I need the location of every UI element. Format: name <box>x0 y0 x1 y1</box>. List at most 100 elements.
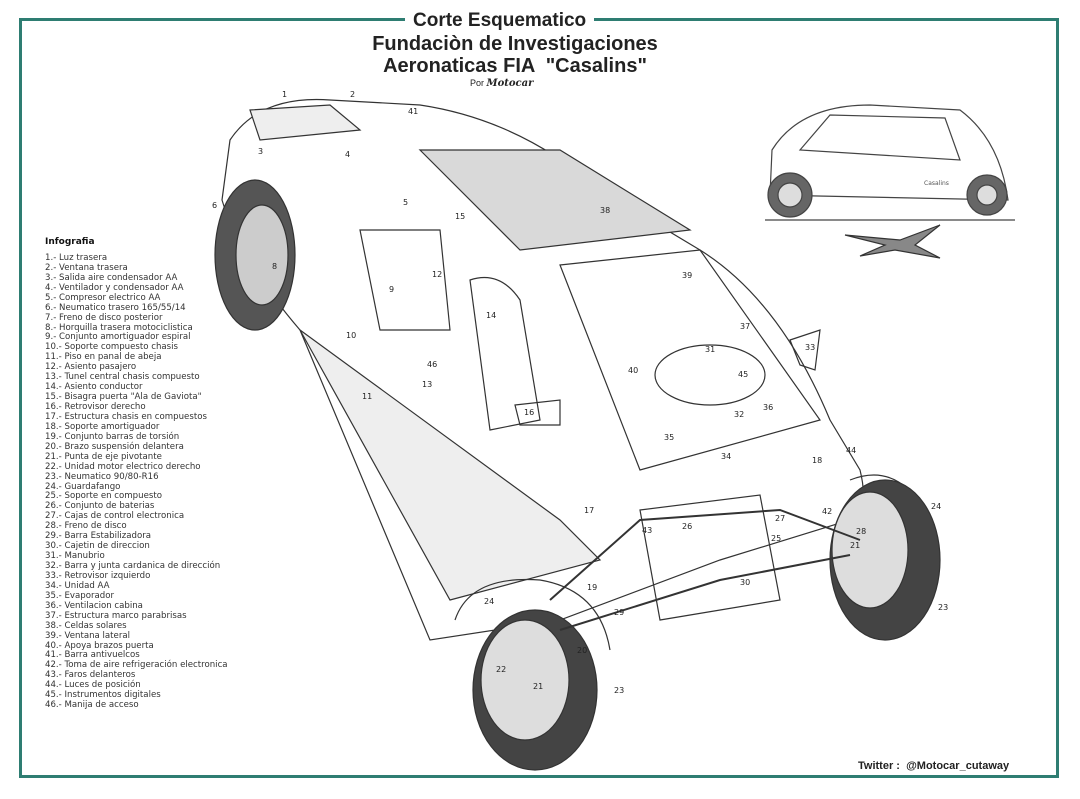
windshield <box>559 249 821 471</box>
legend-item: 23.- Neumatico 90/80-R16 <box>45 471 159 482</box>
callout-number: 42 <box>822 507 833 516</box>
legend-item: 7.- Freno de disco posterior <box>45 312 163 323</box>
callout-number: 29 <box>614 608 625 617</box>
callout-number: 8 <box>272 262 278 271</box>
legend-item: 26.- Conjunto de baterias <box>45 501 155 512</box>
legend-item: 45.- Instrumentos digitales <box>45 690 161 701</box>
callout-number: 28 <box>856 527 867 536</box>
legend-item: 4.- Ventilador y condensador AA <box>45 282 184 293</box>
callout-number: 23 <box>614 686 625 695</box>
callout-number: 37 <box>740 322 751 331</box>
callout-number: 1 <box>282 90 288 99</box>
subtitle-line-2: Aeronaticas FIA "Casalins" <box>383 55 647 77</box>
front-left-rim <box>480 619 570 741</box>
callout-number: 5 <box>403 198 409 207</box>
battery-pack <box>639 494 781 621</box>
legend-item: 21.- Punta de eje pivotante <box>45 451 162 462</box>
seat-passenger <box>359 229 451 331</box>
legend-item: 44.- Luces de posición <box>45 680 141 691</box>
legend-item: 1.- Luz trasera <box>45 252 108 263</box>
rear-window <box>249 104 362 141</box>
legend-item: 31.- Manubrio <box>45 551 105 562</box>
callout-number: 46 <box>427 360 438 369</box>
callout-number: 14 <box>486 311 497 320</box>
callout-number: 26 <box>682 522 693 531</box>
callout-number: 23 <box>938 603 949 612</box>
legend-item: 6.- Neumatico trasero 165/55/14 <box>45 302 186 313</box>
legend-item: 32.- Barra y junta cardanica de direcció… <box>45 561 221 571</box>
legend-item: 12.- Asiento pasajero <box>45 362 137 373</box>
inset-brand-label: Casalins <box>924 180 949 187</box>
mirror-left <box>789 329 821 371</box>
callout-number: 9 <box>389 285 395 294</box>
callout-number: 24 <box>484 597 495 606</box>
callout-number: 39 <box>682 271 693 280</box>
legend-item: 17.- Estructura chasis en compuestos <box>45 411 207 422</box>
steering-wheel <box>654 344 766 406</box>
callout-number: 18 <box>812 456 823 465</box>
legend-item: 30.- Cajetin de direccion <box>45 541 150 552</box>
legend-item: 37.- Estructura marco parabrisas <box>45 610 187 621</box>
callout-number: 36 <box>763 403 774 412</box>
legend-item: 36.- Ventilacion cabina <box>45 600 143 611</box>
legend-item: 13.- Tunel central chasis compuesto <box>45 372 200 383</box>
callout-number: 2 <box>350 90 356 99</box>
legend-item: 38.- Celdas solares <box>45 620 127 631</box>
legend-item: 27.- Cajas de control electronica <box>45 511 185 522</box>
callout-number: 24 <box>931 502 942 511</box>
rear-wheel-hub <box>235 204 289 306</box>
callout-number: 16 <box>524 408 535 417</box>
legend-item: 46.- Manija de acceso <box>45 700 139 711</box>
callout-number: 43 <box>642 526 653 535</box>
callout-number: 41 <box>408 107 419 116</box>
legend-item: 35.- Evaporador <box>45 590 115 601</box>
diagram-subtitle: Fundaciòn de Investigaciones Aeronaticas… <box>330 33 700 77</box>
callout-number: 38 <box>600 206 611 215</box>
legend-item: 14.- Asiento conductor <box>45 382 143 393</box>
callout-number: 3 <box>258 147 264 156</box>
legend-item: 11.- Piso en panal de abeja <box>45 352 162 363</box>
legend-item: 5.- Compresor electrico AA <box>45 292 161 303</box>
callout-number: 4 <box>345 150 351 159</box>
author-credit: Por Motocar <box>470 78 533 89</box>
legend-item: 8.- Horquilla trasera motociclistica <box>45 322 193 333</box>
by-label: Por <box>470 78 485 88</box>
callout-number: 27 <box>775 514 786 523</box>
legend-item: 24.- Guardafango <box>45 481 121 492</box>
legend-item: 34.- Unidad AA <box>45 580 110 591</box>
subtitle-line-1: Fundaciòn de Investigaciones <box>372 33 658 55</box>
car-body-outline <box>221 98 864 641</box>
legend-item: 20.- Brazo suspensión delantera <box>45 441 184 452</box>
callout-number: 19 <box>587 583 598 592</box>
legend-heading: Infografia <box>45 237 95 247</box>
callout-number: 22 <box>496 665 507 674</box>
callout-number: 11 <box>362 392 373 401</box>
callout-number: 25 <box>771 534 782 543</box>
callout-number: 34 <box>721 452 732 461</box>
callout-number: 10 <box>346 331 357 340</box>
legend-item: 41.- Barra antivuelcos <box>45 650 140 661</box>
callout-number: 20 <box>577 646 588 655</box>
inset-plan-view <box>844 224 941 259</box>
callout-number: 12 <box>432 270 443 279</box>
legend-item: 25.- Soporte en compuesto <box>45 491 162 502</box>
legend-item: 16.- Retrovisor derecho <box>45 402 146 412</box>
front-suspension <box>549 508 861 631</box>
legend-item: 29.- Barra Estabilizadora <box>45 531 152 542</box>
front-right-rim <box>831 491 909 609</box>
legend-item: 9.- Conjunto amortiguador espiral <box>45 332 191 343</box>
callout-number: 33 <box>805 343 816 352</box>
chassis-structure <box>299 329 602 601</box>
callout-number: 21 <box>533 682 544 691</box>
seat <box>469 276 541 431</box>
callout-number: 6 <box>212 201 218 210</box>
callout-number: 17 <box>584 506 595 515</box>
callout-number: 32 <box>734 410 745 419</box>
twitter-handle: Twitter : @Motocar_cutaway <box>858 760 1010 772</box>
legend-item: 19.- Conjunto barras de torsión <box>45 431 180 442</box>
legend-item: 42.- Toma de aire refrigeración electron… <box>45 660 228 671</box>
legend-item: 33.- Retrovisor izquierdo <box>45 570 151 581</box>
legend-item: 18.- Soporte amortiguador <box>45 421 160 432</box>
callout-number: 45 <box>738 370 749 379</box>
diagram-title: Corte Esquematico <box>405 10 595 32</box>
